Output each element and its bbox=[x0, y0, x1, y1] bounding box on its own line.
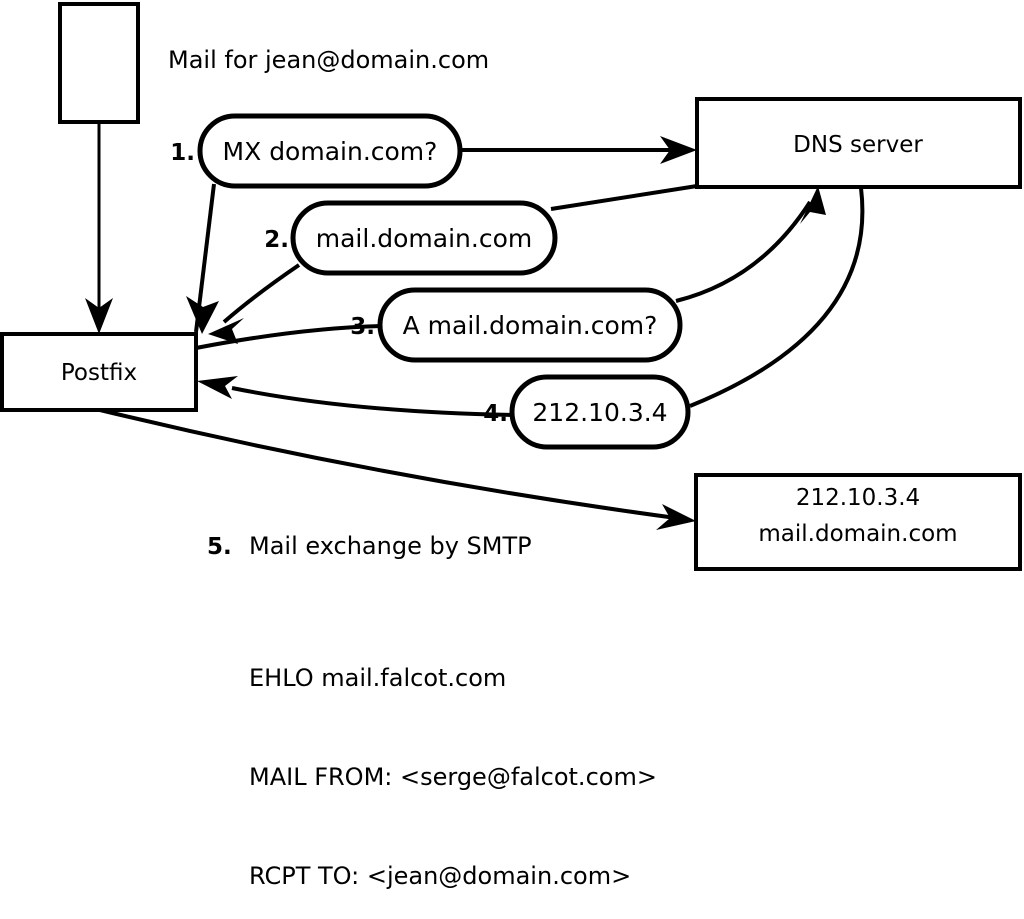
smtp-caption: Mail exchange by SMTP bbox=[249, 532, 532, 560]
arrowhead-step3-to-dns bbox=[800, 186, 826, 224]
step-number-3: 3. bbox=[350, 314, 375, 340]
message-bubble-2 bbox=[290, 200, 558, 276]
smtp-transcript: EHLO mail.falcot.com MAIL FROM: <serge@f… bbox=[249, 596, 657, 919]
message-label-2: mail.domain.com bbox=[316, 224, 532, 253]
postfix-box bbox=[0, 332, 198, 412]
arrowhead-step1 bbox=[186, 296, 219, 334]
message-label-4: 212.10.3.4 bbox=[532, 398, 667, 427]
message-label-1: MX domain.com? bbox=[223, 137, 438, 166]
message-bubble-1 bbox=[197, 113, 463, 189]
edge-step2-from-dns bbox=[550, 184, 698, 211]
destination-box bbox=[694, 473, 1022, 571]
smtp-line: RCPT TO: <jean@domain.com> bbox=[249, 862, 632, 890]
message-label-3: A mail.domain.com? bbox=[403, 311, 658, 340]
arrowhead-step2 bbox=[208, 318, 244, 344]
step-number-2: 2. bbox=[264, 227, 289, 253]
dns-server-box bbox=[695, 97, 1022, 189]
dns-server-label: DNS server bbox=[793, 132, 923, 158]
edge-step3-from-postfix bbox=[195, 324, 383, 350]
edge-step5-to-destination bbox=[99, 408, 677, 520]
message-bubble-4 bbox=[509, 374, 691, 450]
message-bubble-3 bbox=[377, 287, 683, 363]
arrowhead-step1-to-dns bbox=[660, 136, 697, 164]
edge-step4-to-postfix bbox=[231, 386, 514, 417]
smtp-line: MAIL FROM: <serge@falcot.com> bbox=[249, 763, 657, 791]
postfix-label: Postfix bbox=[61, 360, 137, 386]
edge-step2-tail bbox=[222, 263, 301, 324]
edge-step4-from-dns bbox=[689, 187, 865, 408]
arrowhead-step5 bbox=[656, 504, 696, 530]
arrowhead-sender-to-postfix bbox=[85, 298, 113, 334]
arrowhead-step4-to-postfix bbox=[197, 376, 238, 399]
step-number-1: 1. bbox=[170, 140, 195, 166]
destination-host-label: mail.domain.com bbox=[758, 521, 957, 547]
smtp-line: EHLO mail.falcot.com bbox=[249, 664, 507, 692]
page-title: Mail for jean@domain.com bbox=[168, 46, 489, 74]
edge-step3-to-dns bbox=[675, 200, 812, 303]
sender-box bbox=[58, 2, 140, 124]
destination-ip-label: 212.10.3.4 bbox=[796, 485, 920, 511]
step-number-4: 4. bbox=[483, 401, 508, 427]
step-number-5: 5. bbox=[207, 534, 232, 560]
